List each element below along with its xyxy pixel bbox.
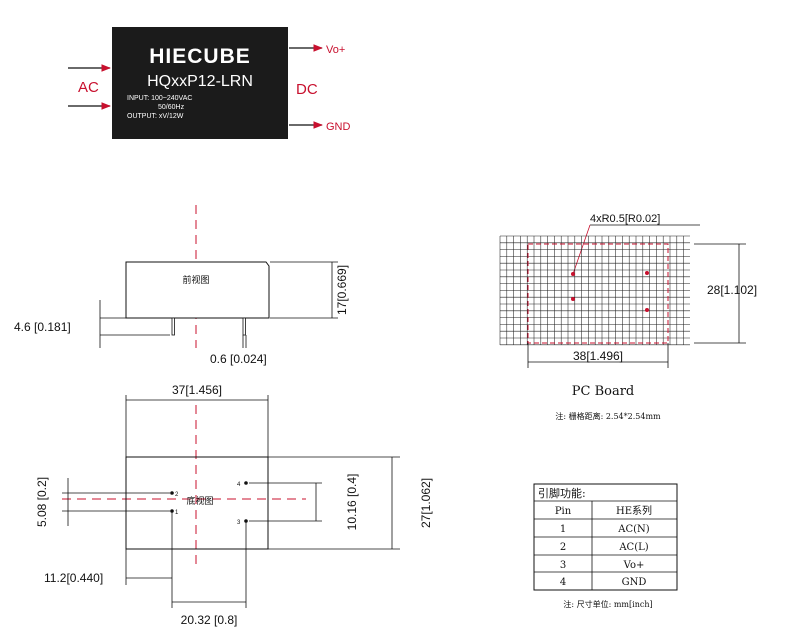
module-model: HQxxP12-LRN	[147, 73, 253, 90]
pin-table-cell: 1	[560, 524, 566, 535]
pc-hole-1	[571, 272, 575, 276]
module-spec-freq: 50/60Hz	[158, 104, 185, 111]
front-standoff-dim: 4.6 [0.181]	[14, 320, 71, 334]
pin-table-cell: 2	[560, 542, 566, 553]
module-spec-input: INPUT: 100~240VAC	[127, 95, 192, 102]
front-view: 前视图 17[0.669] 4.6 [0.181] 0.6 [0.024]	[14, 205, 349, 366]
pin-2-label: 2	[175, 492, 179, 498]
vo-label: Vo+	[326, 44, 345, 56]
pc-board-outline	[527, 243, 669, 344]
pin-table-cell: Vo+	[623, 560, 645, 571]
front-pin-left	[171, 317, 175, 336]
front-view-title: 前视图	[182, 274, 209, 286]
pin-1-label: 1	[175, 510, 179, 516]
bottom-length-dim: 37[1.456]	[172, 383, 222, 397]
bottom-view-body	[125, 456, 269, 550]
pc-hole-2	[571, 297, 575, 301]
pc-board-grid	[499, 235, 690, 346]
bottom-pin-spacing-right: 10.16 [0.4]	[345, 474, 359, 531]
gnd-label: GND	[326, 121, 351, 133]
pin-table-header-series: HE系列	[616, 504, 652, 517]
unit-note: 注: 尺寸单位: mm[inch]	[563, 599, 652, 609]
pin-table-cell: 4	[560, 577, 566, 588]
bottom-view: 底视图 2 1 4 3 37[1.456] 27[1.062] 10.16 [0…	[35, 383, 433, 627]
pc-board-title: PC Board	[572, 384, 635, 399]
pc-grid-note: 注: 栅格距离: 2.54*2.54mm	[555, 411, 661, 421]
pin-table-header-pin: Pin	[555, 506, 572, 517]
front-view-body	[125, 261, 270, 319]
front-height-dim: 17[0.669]	[335, 265, 349, 315]
pin-3-label: 3	[237, 520, 241, 526]
pc-height-dim: 28[1.102]	[707, 283, 757, 297]
pc-hole-4	[645, 308, 649, 312]
pin-table-title: 引脚功能:	[538, 486, 586, 500]
module-spec-output: OUTPUT: xV/12W	[127, 113, 184, 120]
pin-4-label: 4	[237, 482, 241, 488]
pin-table-cell: AC(L)	[618, 542, 648, 553]
pin-table-cell: AC(N)	[617, 524, 650, 535]
pc-hole-3	[645, 271, 649, 275]
module-body	[112, 27, 288, 139]
pc-width-dim: 38[1.496]	[573, 349, 623, 363]
pin-2	[170, 491, 174, 495]
pin-function-table: 引脚功能: Pin HE系列 1 AC(N) 2 AC(L) 3 Vo+ 4 G…	[533, 483, 678, 609]
module-block: HIECUBE HQxxP12-LRN INPUT: 100~240VAC 50…	[68, 27, 351, 139]
pin-4	[244, 481, 248, 485]
bottom-width-dim: 27[1.062]	[419, 478, 433, 528]
front-pin-right	[242, 317, 246, 336]
pin-table-cell: 3	[560, 560, 566, 571]
pc-board: 4xR0.5[R0.02] 28[1.102] 38[1.496] PC Boa…	[499, 213, 757, 421]
ac-label: AC	[78, 79, 99, 96]
dc-label: DC	[296, 81, 318, 98]
pc-hole-dim: 4xR0.5[R0.02]	[590, 213, 660, 225]
front-pin-dim: 0.6 [0.024]	[210, 352, 267, 366]
bottom-left-offset: 11.2[0.440]	[44, 571, 103, 585]
bottom-pin-spacing-left: 5.08 [0.2]	[35, 477, 49, 527]
bottom-view-title: 底视图	[186, 495, 213, 507]
bottom-pin-span: 20.32 [0.8]	[181, 613, 238, 627]
pin-table-cell: GND	[622, 577, 647, 588]
module-brand: HIECUBE	[149, 45, 251, 68]
